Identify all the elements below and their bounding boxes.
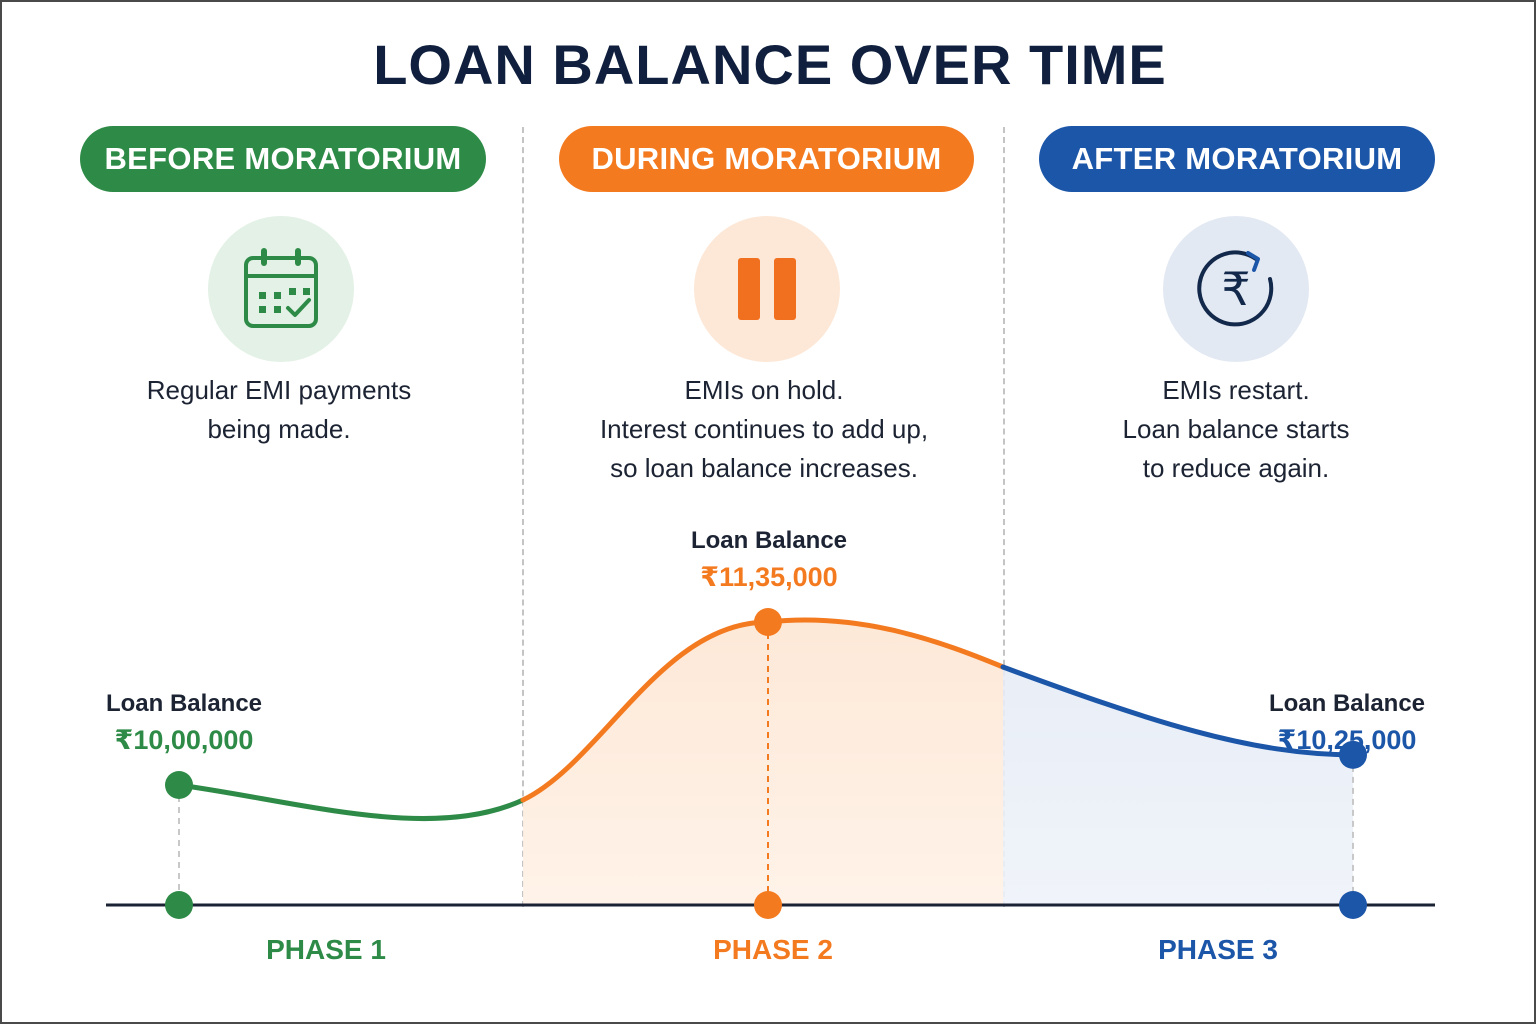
phase-1-description: Regular EMI payments being made. [146, 375, 412, 444]
phase-3-area [1003, 667, 1353, 905]
balance-label-3: Loan Balance [1268, 690, 1426, 717]
chart-layer [106, 608, 1435, 919]
axis-marker-2 [754, 891, 782, 919]
phase-2-description: EMIs on hold. Interest continues to add … [599, 375, 929, 483]
page-title: LOAN BALANCE OVER TIME [373, 33, 1167, 96]
balance-value-1: ₹10,00,000 [114, 725, 254, 755]
phase-2-header: DURING MORATORIUM [559, 126, 974, 192]
phase-2-label: PHASE 2 [713, 934, 833, 965]
line-segment-phase-3 [1000, 664, 1356, 758]
phase-3-label: PHASE 3 [1158, 934, 1278, 965]
axis-marker-3 [1339, 891, 1367, 919]
svg-text:₹: ₹ [1221, 262, 1250, 316]
phase-2-area [523, 620, 1003, 905]
phase-1-header: BEFORE MORATORIUM [80, 126, 486, 192]
phase-divider-1 [522, 127, 524, 907]
phase-1-label: PHASE 1 [266, 934, 386, 965]
balance-value-3: ₹10,25,000 [1277, 725, 1417, 755]
axis-marker-1 [165, 891, 193, 919]
balance-label-1: Loan Balance [105, 690, 263, 717]
phase-3-header: AFTER MORATORIUM [1039, 126, 1435, 192]
data-point-1 [165, 771, 193, 799]
rupee-cycle-icon: ₹ [1163, 216, 1309, 362]
pause-icon [694, 216, 840, 362]
calendar-check-icon [208, 216, 354, 362]
phase-3-description: EMIs restart. Loan balance starts to red… [1122, 375, 1350, 483]
data-point-3 [1339, 740, 1367, 769]
balance-value-2: ₹11,35,000 [700, 562, 838, 592]
phase-divider-2 [1003, 127, 1005, 907]
line-segment-phase-1 [176, 782, 526, 822]
data-point-2 [754, 608, 782, 636]
balance-label-2: Loan Balance [690, 527, 848, 554]
